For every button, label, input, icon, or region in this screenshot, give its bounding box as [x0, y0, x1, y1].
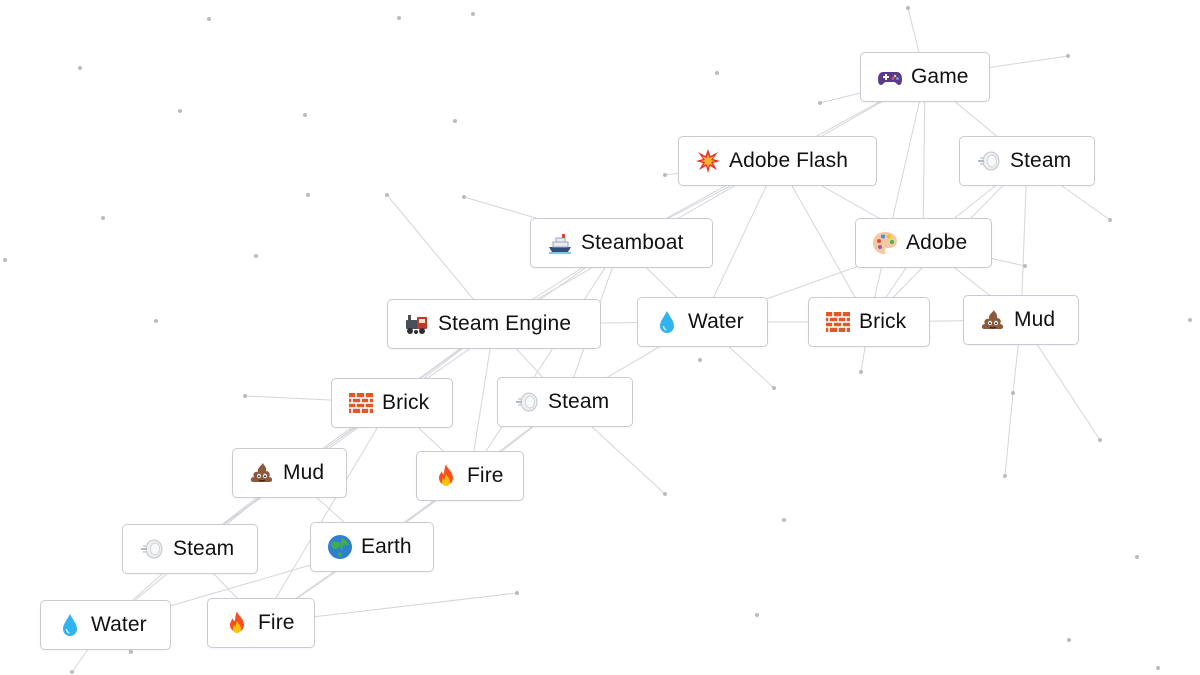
background-dot	[906, 6, 910, 10]
element-label: Mud	[283, 461, 325, 484]
background-dot	[663, 492, 667, 496]
background-dot	[397, 16, 401, 20]
steam-cloud-icon	[139, 536, 165, 562]
background-dot	[698, 358, 702, 362]
background-dot	[1023, 264, 1027, 268]
background-dot	[453, 119, 457, 123]
droplet-icon	[57, 612, 83, 638]
background-dot	[859, 370, 863, 374]
pile-of-poo-icon	[249, 460, 275, 486]
element-steam-engine[interactable]: Steam Engine	[387, 299, 601, 349]
element-water[interactable]: Water	[637, 297, 768, 347]
element-adobe-flash[interactable]: Adobe Flash	[678, 136, 877, 186]
background-dot	[303, 113, 307, 117]
element-mud[interactable]: Mud	[232, 448, 347, 498]
background-dot	[243, 394, 247, 398]
background-dot	[1108, 218, 1112, 222]
element-label: Water	[91, 613, 147, 636]
background-dot	[3, 258, 7, 262]
element-game[interactable]: Game	[860, 52, 990, 102]
background-dot	[715, 71, 719, 75]
background-dot	[178, 109, 182, 113]
background-dot	[471, 12, 475, 16]
element-label: Fire	[467, 464, 504, 487]
element-label: Fire	[258, 611, 295, 634]
element-label: Water	[688, 310, 744, 333]
background-dot	[70, 670, 74, 674]
element-label: Brick	[382, 391, 430, 414]
game-controller-icon	[877, 64, 903, 90]
background-dot	[663, 173, 667, 177]
element-water[interactable]: Water	[40, 600, 171, 650]
collision-icon	[695, 148, 721, 174]
element-steam[interactable]: Steam	[122, 524, 258, 574]
background-dot	[1067, 638, 1071, 642]
element-steamboat[interactable]: Steamboat	[530, 218, 713, 268]
background-dot	[462, 195, 466, 199]
element-adobe[interactable]: Adobe	[855, 218, 992, 268]
element-label: Steam	[548, 390, 610, 413]
element-label: Steam	[1010, 149, 1072, 172]
droplet-icon	[654, 309, 680, 335]
element-label: Adobe	[906, 231, 968, 254]
background-dot	[101, 216, 105, 220]
background-dot	[1098, 438, 1102, 442]
brick-icon	[825, 309, 851, 335]
background-dot	[78, 66, 82, 70]
element-label: Steamboat	[581, 231, 684, 254]
element-label: Steam	[173, 537, 235, 560]
brick-icon	[348, 390, 374, 416]
background-dot	[1011, 391, 1015, 395]
fire-icon	[224, 610, 250, 636]
element-label: Earth	[361, 535, 412, 558]
element-label: Brick	[859, 310, 907, 333]
element-brick[interactable]: Brick	[808, 297, 930, 347]
element-steam[interactable]: Steam	[497, 377, 633, 427]
element-fire[interactable]: Fire	[207, 598, 315, 648]
fire-icon	[433, 463, 459, 489]
background-dot	[782, 518, 786, 522]
background-dot	[1066, 54, 1070, 58]
steam-cloud-icon	[976, 148, 1002, 174]
background-dot	[385, 193, 389, 197]
artist-palette-icon	[872, 230, 898, 256]
background-dot	[254, 254, 258, 258]
background-dot	[154, 319, 158, 323]
element-fire[interactable]: Fire	[416, 451, 524, 501]
background-dot	[306, 193, 310, 197]
element-label: Adobe Flash	[729, 149, 849, 172]
background-dot	[772, 386, 776, 390]
element-mud[interactable]: Mud	[963, 295, 1079, 345]
background-dot	[1003, 474, 1007, 478]
background-dot	[1188, 318, 1192, 322]
background-dot	[1156, 666, 1160, 670]
element-steam[interactable]: Steam	[959, 136, 1095, 186]
element-brick[interactable]: Brick	[331, 378, 453, 428]
element-label: Game	[911, 65, 969, 88]
background-dot	[515, 591, 519, 595]
background-dot	[207, 17, 211, 21]
background-dot	[129, 650, 133, 654]
background-dot	[755, 613, 759, 617]
background-dot	[1135, 555, 1139, 559]
ship-icon	[547, 230, 573, 256]
background-dot	[818, 101, 822, 105]
element-label: Mud	[1014, 308, 1056, 331]
element-earth[interactable]: Earth	[310, 522, 434, 572]
steam-cloud-icon	[514, 389, 540, 415]
element-label: Steam Engine	[438, 312, 572, 335]
pile-of-poo-icon	[980, 307, 1006, 333]
locomotive-icon	[404, 311, 430, 337]
globe-icon	[327, 534, 353, 560]
